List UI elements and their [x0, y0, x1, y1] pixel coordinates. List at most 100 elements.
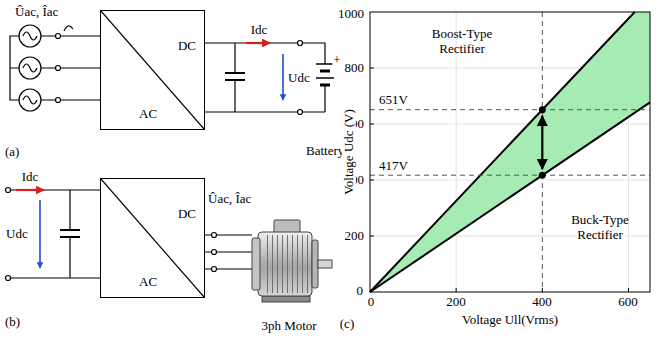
panel-letter: (c) [339, 317, 355, 331]
capacitor-symbol [225, 72, 245, 74]
ac-source [19, 25, 41, 111]
ac-source [19, 25, 41, 47]
signal-name: Idc [250, 23, 269, 37]
axis-title: Voltage Udc (V) [342, 108, 356, 196]
terminal [6, 276, 11, 281]
tick-label: 200 [445, 295, 467, 309]
reference-line [542, 12, 543, 292]
dc-wire [205, 111, 325, 112]
tick-label: 1000 [337, 7, 365, 21]
capacitor-symbol [60, 73, 245, 237]
tick-label: 0 [356, 284, 365, 298]
axis-title: Voltage Ull(Vrms) [461, 313, 559, 327]
chart-grid [370, 12, 650, 292]
signal-name: Udc [5, 227, 29, 241]
range-arrow [539, 106, 546, 179]
current-arrow [246, 42, 270, 44]
ac-wire [205, 235, 252, 269]
dc-wire [205, 43, 325, 112]
current-arrow [16, 189, 44, 191]
ac-source [23, 64, 37, 72]
ac-source [23, 32, 37, 40]
polarity-mark: + [332, 53, 341, 67]
range-arrow [539, 172, 546, 179]
terminal [212, 233, 217, 238]
converter-diagonal [101, 11, 204, 129]
chart-axes [370, 12, 650, 292]
region-label: Buck-Type Rectifier [554, 213, 646, 243]
node-text: Battery [306, 144, 344, 158]
ac-source [19, 89, 41, 111]
terminal [56, 66, 61, 71]
motor-illustration [262, 296, 310, 302]
converter-box: DC AC [100, 10, 205, 130]
converter-diagonal [101, 179, 204, 297]
panel-letter: (a) [4, 145, 20, 159]
motor-illustration [252, 238, 260, 290]
ac-source [23, 96, 37, 104]
boundary-line [370, 12, 650, 292]
reference-line [370, 12, 650, 292]
terminal [298, 110, 303, 115]
terminal [56, 98, 61, 103]
motor-illustration [252, 220, 332, 302]
ac-source [19, 57, 41, 79]
terminal [6, 34, 303, 281]
chart-axes [370, 68, 628, 292]
node-text: DC [178, 39, 196, 53]
tick-label: 0 [367, 295, 376, 309]
voltage-arrow [40, 54, 283, 268]
signal-name: Udc [287, 71, 311, 85]
tick-label: 800 [344, 61, 366, 75]
current-arrow [16, 43, 270, 190]
battery-symbol [316, 64, 334, 85]
battery-symbol [316, 77, 334, 79]
motor: 3ph Motor [245, 205, 333, 333]
ac-wire [64, 26, 73, 31]
terminal [212, 267, 217, 272]
range-arrow [541, 116, 543, 169]
boundary-line [370, 102, 650, 292]
terminal [56, 34, 61, 39]
node-text: AC [139, 107, 157, 121]
tick-label: 600 [617, 295, 639, 309]
terminal [6, 188, 11, 193]
motor-illustration [312, 240, 318, 288]
tick-label: 400 [531, 295, 553, 309]
reference-line [370, 175, 650, 176]
range-arrow [539, 106, 546, 113]
voltage-arrow [282, 54, 284, 100]
reference-line [370, 109, 650, 110]
node-text: 3ph Motor [261, 319, 316, 333]
region-label: Boost-Type Rectifier [416, 27, 508, 57]
operating-region [370, 12, 650, 292]
battery-symbol [320, 84, 330, 87]
value-label: 417V [378, 159, 409, 173]
panel-letter: (b) [4, 315, 21, 329]
terminal [212, 250, 217, 255]
node-text: DC [178, 207, 196, 221]
value-label: 651V [378, 93, 409, 107]
motor-illustration [318, 260, 332, 268]
battery-symbol [320, 70, 330, 73]
chart-axes [370, 12, 650, 292]
voltage-arrow [39, 200, 41, 268]
signal-name: Ûac, Îac [207, 192, 252, 206]
signal-name: Ûac, Îac [14, 5, 59, 19]
dc-wire [234, 43, 235, 112]
capacitor-symbol [225, 79, 245, 81]
ac-wire [41, 36, 100, 100]
terminal [298, 41, 303, 46]
signal-name: Idc [21, 170, 40, 184]
wire [205, 43, 325, 58]
ac-wire [10, 36, 19, 100]
motor-illustration [274, 220, 300, 233]
converter-box: DC AC [100, 178, 205, 298]
motor-illustration [264, 235, 308, 293]
tick-label: 200 [344, 229, 366, 243]
ac-wire [205, 235, 252, 269]
node-text: AC [139, 275, 157, 289]
dc-wire [69, 190, 70, 278]
motor-illustration [258, 232, 312, 296]
battery-symbol [316, 63, 334, 65]
